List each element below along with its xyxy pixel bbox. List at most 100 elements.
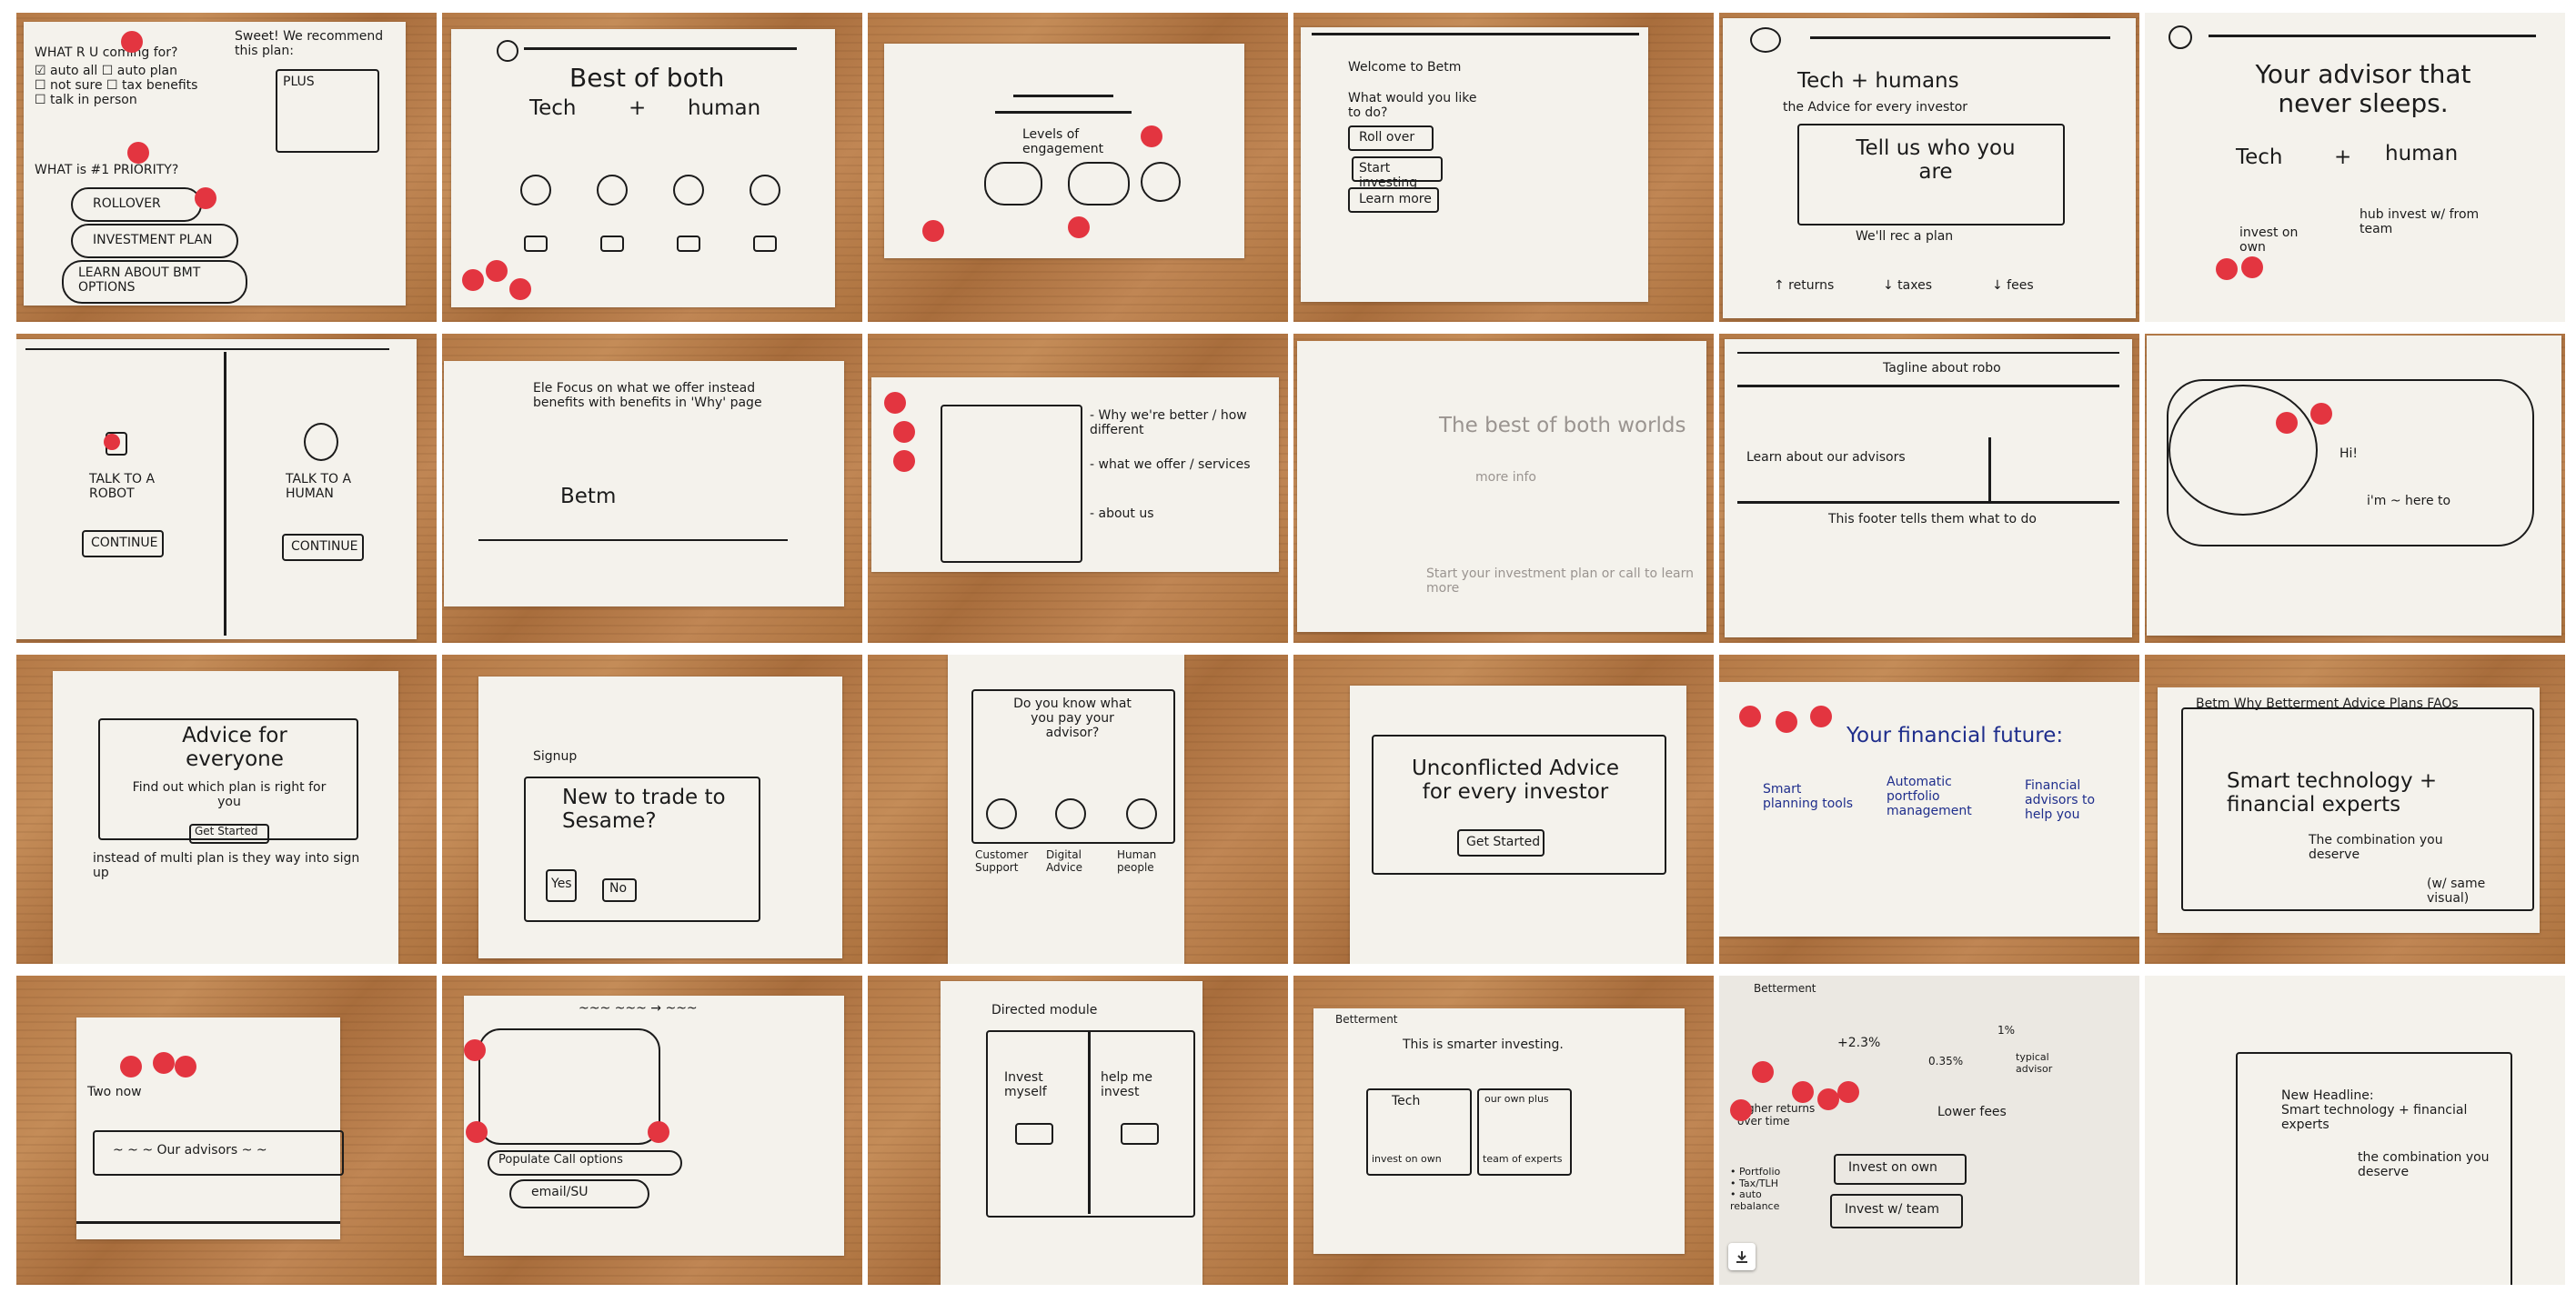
subheadline: the combination you deserve	[2358, 1150, 2490, 1180]
sketch-tile-22[interactable]: Betterment This is smarter investing. Te…	[1293, 976, 1714, 1285]
sketch-tile-7[interactable]: TALK TO A ROBOT TALK TO A HUMAN CONTINUE…	[16, 334, 437, 643]
sketch-tile-2[interactable]: Best of both Tech + human	[442, 13, 862, 322]
chat-card[interactable]	[2167, 379, 2534, 546]
sketch-tile-3[interactable]: Levels of engagement	[868, 13, 1288, 322]
level-option[interactable]	[1141, 162, 1181, 202]
plan-card[interactable]: PLUS	[276, 69, 379, 153]
intake-box[interactable]: Tell us who you are	[1797, 124, 2065, 226]
team-top: our own plus	[1484, 1093, 1549, 1105]
call-options-button[interactable]: Populate Call options	[488, 1150, 682, 1176]
brand-text: Betterment	[1754, 982, 1816, 995]
get-started-button[interactable]: Get Started	[1457, 829, 1545, 857]
paper	[1725, 339, 2132, 637]
learn-more-button[interactable]: LEARN ABOUT BMT OPTIONS	[62, 260, 247, 304]
paper	[2145, 976, 2565, 1285]
human-continue-button[interactable]: CONTINUE	[282, 534, 364, 561]
lower-fees: Lower fees	[1937, 1105, 2007, 1119]
sketch-tile-8[interactable]: Ele Focus on what we offer instead benef…	[442, 334, 862, 643]
sketch-tile-18[interactable]: Betm Why Betterment Advice Plans FAQs Sm…	[2145, 655, 2565, 964]
bar-text: ~ ~ ~ Our advisors ~ ~	[113, 1143, 267, 1158]
people-label: Human people	[1117, 848, 1157, 874]
logo-icon	[497, 40, 518, 62]
download-icon[interactable]	[1728, 1243, 1756, 1270]
offer-bullet: - what we offer / services	[1090, 457, 1251, 472]
help-me-button[interactable]	[1121, 1123, 1159, 1145]
nav-line	[2209, 35, 2536, 37]
card-button[interactable]	[524, 236, 548, 252]
module-box	[986, 1030, 1195, 1218]
card-button[interactable]	[600, 236, 624, 252]
sketch-tile-17[interactable]: Your financial future: Smart planning to…	[1719, 655, 2139, 964]
question-text: WHAT R U coming for?	[35, 45, 178, 60]
sketch-tile-15[interactable]: Do you know what you pay your advisor? C…	[868, 655, 1288, 964]
sketch-tile-13[interactable]: Advice for everyone Find out which plan …	[16, 655, 437, 964]
level-option[interactable]	[984, 162, 1042, 205]
button-label: Yes	[551, 877, 572, 891]
vote-dot	[486, 260, 508, 282]
start-investing-button[interactable]: Start investing	[1352, 156, 1443, 190]
card-button[interactable]	[677, 236, 700, 252]
sketch-tile-23[interactable]: Betterment +2.3% 0.35% 1% typical adviso…	[1719, 976, 2139, 1285]
intake-text: Tell us who you are	[1856, 136, 2016, 185]
nav-line	[524, 47, 797, 50]
email-signup-button[interactable]: email/SU	[509, 1179, 649, 1208]
module-heading: Directed module	[991, 1003, 1098, 1017]
sketch-tile-6[interactable]: Your advisor that never sleeps. Tech + h…	[2145, 13, 2565, 322]
sketch-tile-1[interactable]: WHAT R U coming for? ☑ auto all ☐ auto p…	[16, 13, 437, 322]
card-button[interactable]	[753, 236, 777, 252]
sketch-tile-19[interactable]: Two now ~ ~ ~ Our advisors ~ ~	[16, 976, 437, 1285]
vote-dot	[1776, 711, 1797, 733]
sketch-tile-20[interactable]: ~~~ ~~~ → ~~~ Populate Call options emai…	[442, 976, 862, 1285]
invest-team-button[interactable]: Invest w/ team	[1830, 1194, 1963, 1228]
person-icon	[597, 175, 628, 205]
tech-label: Tech	[2236, 145, 2283, 169]
sketch-tile-12[interactable]: Hi! i'm ~ here to	[2145, 334, 2565, 643]
vote-dot	[1817, 1088, 1839, 1110]
sketch-tile-24[interactable]: New Headline: Smart technology + financi…	[2145, 976, 2565, 1285]
sketch-tile-9[interactable]: - Why we're better / how different - wha…	[868, 334, 1288, 643]
feature-fees: ↓ fees	[1992, 278, 2034, 293]
invest-own-button[interactable]: Invest on own	[1834, 1154, 1967, 1185]
invest-myself-button[interactable]	[1015, 1123, 1053, 1145]
subheadline: The combination you deserve	[2309, 833, 2443, 863]
welcome-title: Welcome to Betm	[1348, 60, 1462, 75]
yes-button[interactable]: Yes	[546, 869, 577, 902]
options-grid[interactable]	[478, 1028, 660, 1145]
paper	[871, 377, 1279, 572]
learn-more-button[interactable]: Learn more	[1348, 187, 1439, 213]
logo-icon	[1750, 27, 1781, 53]
human-label: human	[688, 96, 761, 120]
level-option[interactable]	[1068, 162, 1130, 205]
sketch-tile-11[interactable]: Tagline about robo Learn about our advis…	[1719, 334, 2139, 643]
get-started-button[interactable]: Get Started	[189, 824, 269, 844]
sketch-tile-14[interactable]: Signup New to trade to Sesame? Yes No	[442, 655, 862, 964]
sketch-tile-4[interactable]: Welcome to Betm What would you like to d…	[1293, 13, 1714, 322]
hero-box	[98, 718, 358, 840]
investment-plan-button[interactable]: INVESTMENT PLAN	[71, 224, 238, 258]
divider	[1088, 1030, 1091, 1214]
plan-text: We'll rec a plan	[1856, 229, 1954, 244]
advisors-bar[interactable]: ~ ~ ~ Our advisors ~ ~	[93, 1130, 344, 1176]
headline: Your financial future:	[1846, 724, 2064, 747]
sketch-tile-21[interactable]: Directed module Invest myself help me in…	[868, 976, 1288, 1285]
no-button[interactable]: No	[602, 878, 637, 902]
vote-dot	[893, 450, 915, 472]
footer-text: This footer tells them what to do	[1828, 512, 2037, 526]
button-label: INVESTMENT PLAN	[93, 233, 213, 247]
footer-line	[76, 1221, 340, 1224]
robot-continue-button[interactable]: CONTINUE	[82, 530, 164, 557]
vote-dot	[127, 142, 149, 164]
sketch-tile-10[interactable]: The best of both worlds more info Start …	[1293, 334, 1714, 643]
sketch-tile-16[interactable]: Unconflicted Advice for every investor G…	[1293, 655, 1714, 964]
vote-dot	[893, 421, 915, 443]
rollover-button[interactable]: ROLLOVER	[71, 187, 202, 222]
sketch-tile-5[interactable]: Tech + humans the Advice for every inves…	[1719, 13, 2139, 322]
nav-line	[478, 539, 788, 541]
vote-dot	[1141, 125, 1162, 147]
paper	[478, 677, 842, 958]
rollover-button[interactable]: Roll over	[1348, 125, 1434, 151]
button-label: Roll over	[1359, 130, 1415, 145]
digital-icon	[1055, 798, 1086, 829]
